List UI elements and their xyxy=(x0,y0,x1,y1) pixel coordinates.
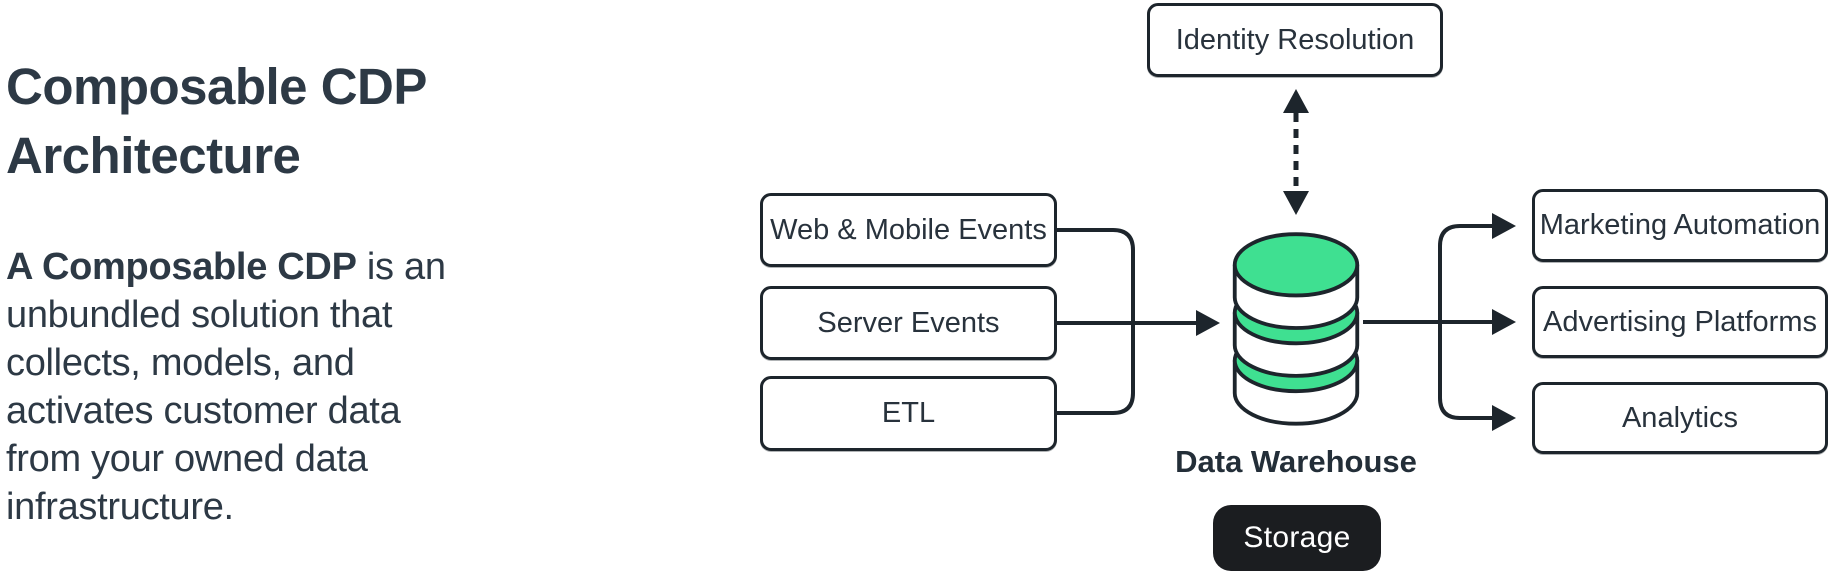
page-title-line-2: Architecture xyxy=(6,127,301,184)
destination-box-analytics: Analytics xyxy=(1532,382,1828,454)
storage-badge: Storage xyxy=(1213,505,1381,571)
storage-badge-label: Storage xyxy=(1243,521,1351,554)
source-box-web-mobile-events: Web & Mobile Events xyxy=(760,193,1057,267)
page-title-line-1: Composable CDP xyxy=(6,58,427,115)
source-label: Web & Mobile Events xyxy=(770,213,1047,246)
destination-label: Marketing Automation xyxy=(1539,209,1821,241)
arrowhead-icon xyxy=(1492,405,1516,431)
connector-marketing xyxy=(1438,224,1492,322)
destination-label: Advertising Platforms xyxy=(1543,305,1817,338)
source-label: Server Events xyxy=(817,306,1000,339)
identity-resolution-label: Identity Resolution xyxy=(1175,23,1415,56)
database-icon xyxy=(1232,232,1360,426)
connector-etl xyxy=(1057,315,1135,415)
arrowhead-icon xyxy=(1196,310,1220,336)
intro-description: A Composable CDP is an unbundled solutio… xyxy=(6,243,458,531)
connector-web-events xyxy=(1057,228,1135,330)
intro-description-rest: is an unbundled solution that collects, … xyxy=(6,246,446,528)
destination-box-advertising-platforms: Advertising Platforms xyxy=(1532,286,1828,358)
arrowhead-icon xyxy=(1492,213,1516,239)
connector-analytics xyxy=(1438,322,1492,420)
arrowhead-down-icon xyxy=(1283,191,1309,215)
arrowhead-icon xyxy=(1492,309,1516,335)
destination-label: Analytics xyxy=(1621,401,1739,434)
source-box-etl: ETL xyxy=(760,376,1057,451)
destination-box-marketing-automation: Marketing Automation xyxy=(1532,189,1828,262)
arrowhead-up-icon xyxy=(1283,89,1309,113)
source-label: ETL xyxy=(881,397,936,429)
source-box-server-events: Server Events xyxy=(760,286,1057,360)
identity-resolution-box: Identity Resolution xyxy=(1147,3,1443,77)
page-title: Composable CDP Architecture xyxy=(6,52,427,190)
intro-description-lead: A Composable CDP xyxy=(6,246,357,288)
data-warehouse-label: Data Warehouse xyxy=(1175,444,1417,479)
